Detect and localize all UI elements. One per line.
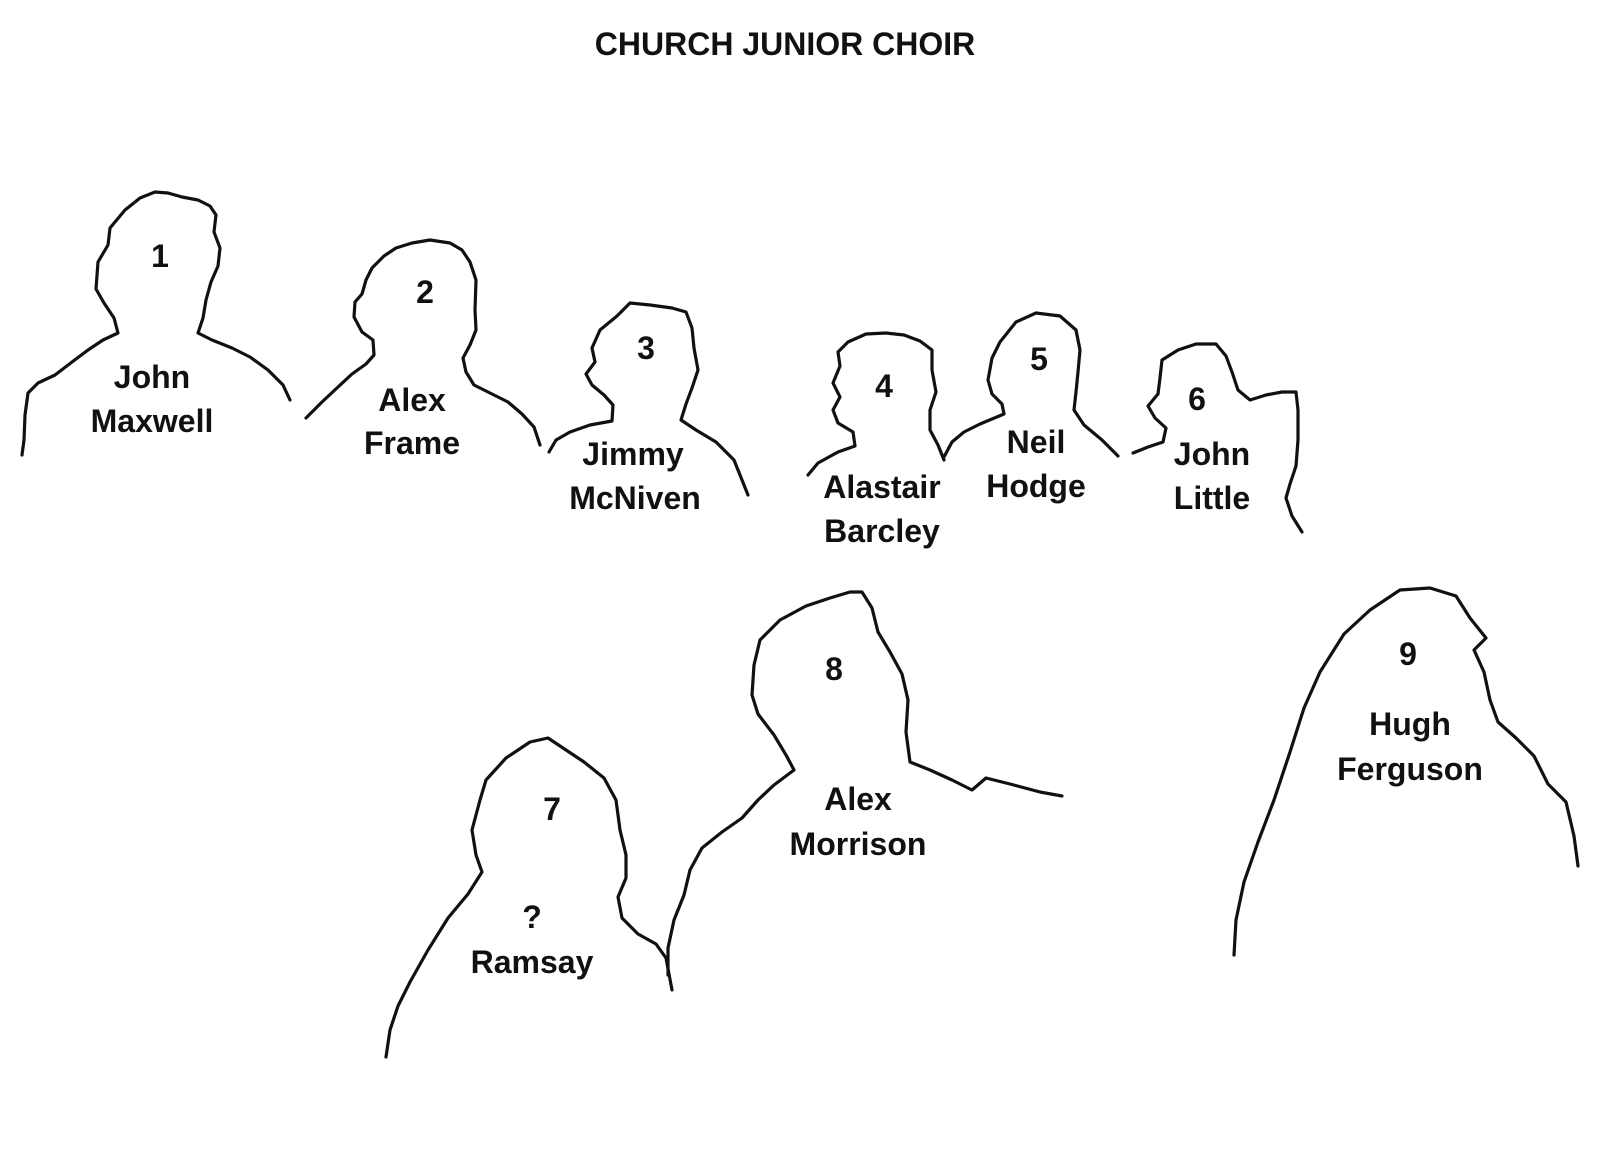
member-name-line-1: Neil	[1007, 424, 1066, 460]
member-number: 6	[1188, 381, 1206, 417]
silhouette-outline	[666, 590, 1064, 977]
member-name-line-1: Alex	[378, 382, 446, 418]
member-name-line-2: Barcley	[824, 513, 940, 549]
member-name-line-1: Jimmy	[582, 436, 684, 472]
choir-member-2: 2 Alex Frame	[304, 238, 542, 461]
member-number: 3	[637, 330, 655, 366]
silhouette-outline	[304, 238, 542, 447]
choir-member-7: 7 ? Ramsay	[384, 736, 674, 1059]
silhouette-outline	[806, 331, 946, 477]
member-name-line-2: Frame	[364, 425, 460, 461]
member-number: 8	[825, 651, 843, 687]
silhouette-outline	[1131, 342, 1304, 534]
member-name-line-1: Hugh	[1369, 706, 1451, 742]
choir-member-8: 8 Alex Morrison	[666, 590, 1064, 977]
member-name-line-2: Little	[1174, 480, 1250, 516]
member-name-line-1: ?	[522, 899, 542, 935]
member-name-line-2: Maxwell	[91, 403, 214, 439]
member-number: 5	[1030, 341, 1048, 377]
page-title: CHURCH JUNIOR CHOIR	[595, 26, 975, 62]
choir-member-9: 9 Hugh Ferguson	[1232, 586, 1580, 957]
choir-member-1: 1 John Maxwell	[20, 190, 292, 457]
silhouette-outline	[384, 736, 674, 1059]
member-name-line-2: McNiven	[569, 480, 701, 516]
member-name-line-2: Ramsay	[471, 944, 594, 980]
member-name-line-1: Alastair	[823, 469, 940, 505]
member-number: 2	[416, 274, 434, 310]
choir-member-6: 6 John Little	[1131, 342, 1304, 534]
member-number: 9	[1399, 636, 1417, 672]
member-number: 1	[151, 238, 169, 274]
silhouette-outline	[547, 301, 750, 497]
member-name-line-2: Morrison	[790, 826, 927, 862]
choir-member-4: 4 Alastair Barcley	[806, 331, 946, 549]
silhouette-outline	[942, 311, 1120, 459]
silhouette-outline	[20, 190, 292, 457]
member-number: 4	[875, 368, 893, 404]
member-name-line-1: John	[114, 359, 190, 395]
member-name-line-1: John	[1174, 436, 1250, 472]
member-name-line-2: Ferguson	[1337, 751, 1483, 787]
member-name-line-1: Alex	[824, 781, 892, 817]
choir-member-3: 3 Jimmy McNiven	[547, 301, 750, 516]
member-name-line-2: Hodge	[986, 468, 1086, 504]
member-number: 7	[543, 791, 561, 827]
choir-member-5: 5 Neil Hodge	[942, 311, 1120, 504]
silhouette-outline	[1232, 586, 1580, 957]
